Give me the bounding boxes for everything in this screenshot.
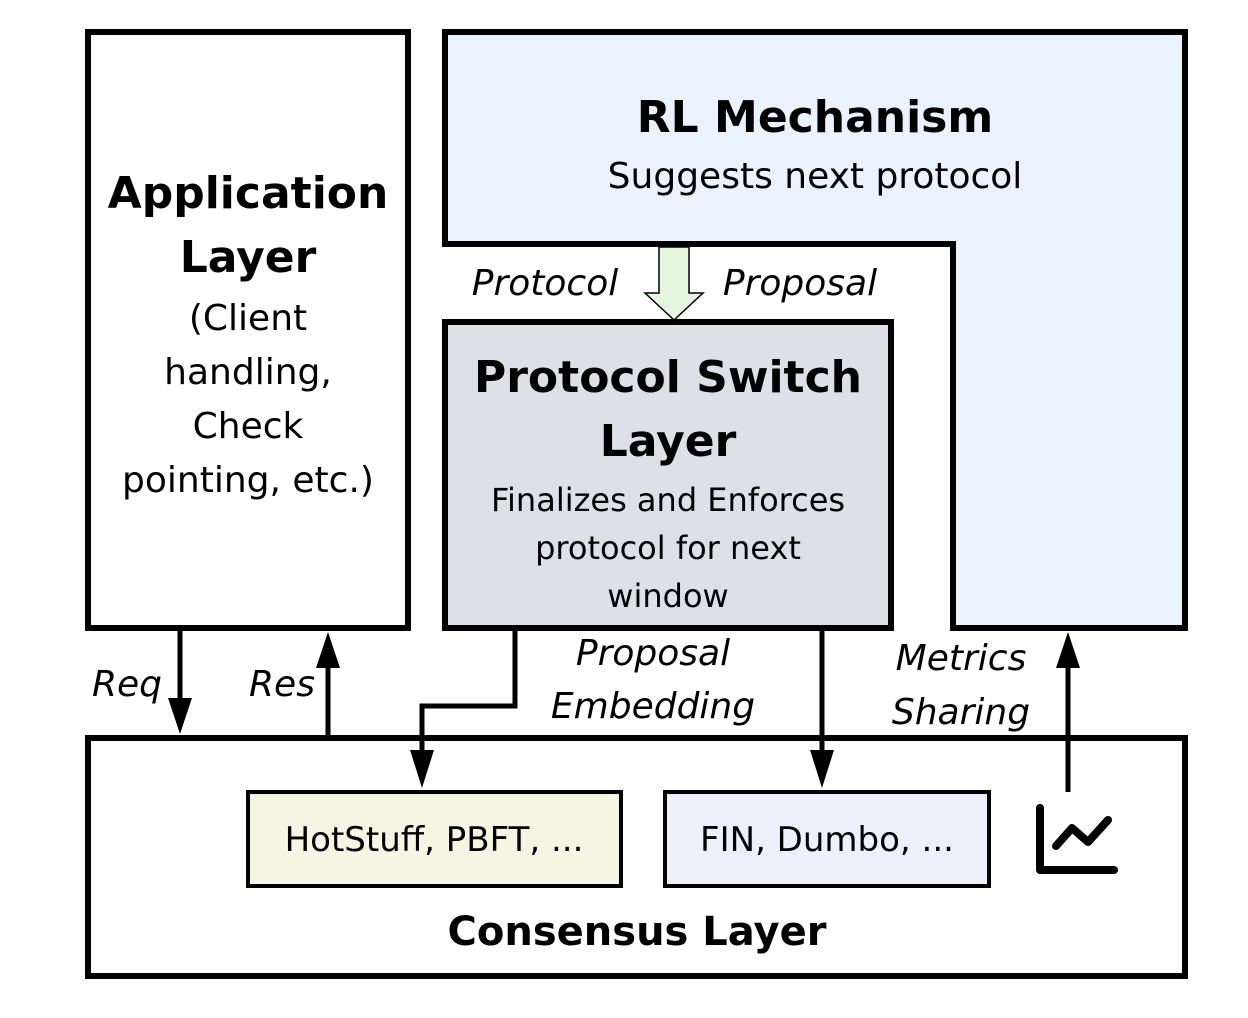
application-layer-desc-line-4: pointing, etc.) [122, 460, 374, 501]
protocol-switch-desc-line-1: Finalizes and Enforces [491, 481, 845, 519]
req-edge-label: Req [92, 664, 162, 705]
proposal-edge-label: Proposal [723, 263, 877, 304]
application-layer-desc-line-1: (Client [189, 298, 307, 339]
embedding-arrow-a-line [419, 630, 518, 752]
protocol-group-b-box [663, 790, 991, 888]
protocol-switch-title-line-2: Layer [600, 416, 737, 467]
application-layer-desc-line-2: handling, [164, 352, 332, 393]
application-layer-box [85, 29, 411, 631]
protocol-switch-title-line-1: Protocol Switch [474, 352, 862, 403]
metrics-sharing-label-line-2: Sharing [892, 692, 1030, 733]
line-chart-icon [1036, 804, 1118, 874]
metrics-sharing-label-line-1: Metrics [896, 638, 1027, 679]
rl-mechanism-box [442, 29, 1188, 631]
req-arrow-head [168, 698, 192, 734]
proposal-embedding-label-line-1: Proposal [576, 633, 730, 674]
proposal-embedding-label-line-2: Embedding [551, 686, 755, 727]
protocol-group-a-box [246, 790, 623, 888]
application-layer-desc-line-3: Check [193, 406, 304, 447]
protocol-switch-layer-box [442, 319, 894, 631]
embedding-arrow-b-head [810, 750, 834, 788]
protocol-switch-desc-line-3: window [607, 577, 728, 615]
protocol-group-b-label: FIN, Dumbo, ... [700, 820, 954, 860]
res-edge-label: Res [249, 664, 315, 705]
protocol-edge-label: Protocol [472, 263, 619, 304]
application-layer-title-line-2: Layer [180, 232, 317, 283]
consensus-layer-title: Consensus Layer [448, 909, 827, 955]
embedding-arrow-a-head [410, 750, 434, 788]
res-arrow-head [316, 632, 340, 668]
protocol-proposal-arrow [643, 246, 705, 322]
rl-mechanism-title: RL Mechanism [637, 92, 993, 143]
protocol-group-a-label: HotStuff, PBFT, ... [285, 820, 584, 860]
rl-mechanism-subtitle: Suggests next protocol [608, 156, 1023, 197]
protocol-switch-desc-line-2: protocol for next [535, 529, 801, 567]
application-layer-title-line-1: Application [108, 168, 389, 219]
metrics-arrow-head [1056, 632, 1080, 668]
